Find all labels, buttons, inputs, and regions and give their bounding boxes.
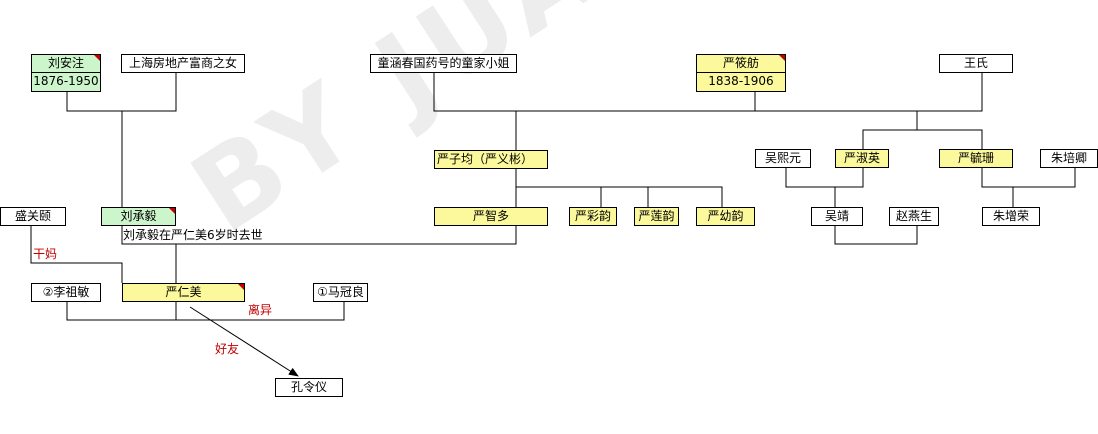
- person-zhao-yansheng[interactable]: 赵燕生: [889, 207, 939, 226]
- person-wu-jing[interactable]: 吴靖: [811, 207, 863, 226]
- person-yan-caiyun[interactable]: 严彩韵: [569, 207, 617, 226]
- note-liu-death: 刘承毅在严仁美6岁时去世: [123, 228, 263, 242]
- person-yan-youyun[interactable]: 严幼韵: [696, 207, 755, 226]
- person-yan-xiaofang[interactable]: 严筱舫: [696, 54, 786, 73]
- friend-arrow: [189, 306, 299, 377]
- person-name: 严仁美: [165, 285, 202, 299]
- person-ma-guanliang[interactable]: ①马冠良: [313, 283, 368, 302]
- person-yan-renmei[interactable]: 严仁美: [122, 283, 245, 302]
- person-wang-shi[interactable]: 王氏: [939, 54, 1013, 73]
- person-liu-anzhu[interactable]: 刘安注: [31, 54, 101, 73]
- person-li-zumin[interactable]: ②李祖敏: [31, 283, 101, 302]
- person-sheng-guanyi[interactable]: 盛关颐: [0, 207, 66, 226]
- person-zhu-peiqing[interactable]: 朱培卿: [1040, 149, 1098, 168]
- person-yan-lianyun[interactable]: 严莲韵: [634, 207, 679, 226]
- person-shanghai-wife[interactable]: 上海房地产富商之女: [121, 54, 245, 73]
- label-divorce: 离异: [248, 303, 273, 317]
- line-yushan-zhu: [981, 168, 1076, 188]
- line-liu-yan-marriage: [121, 225, 517, 245]
- person-liu-chengyi[interactable]: 刘承毅: [101, 207, 176, 226]
- person-name: 严筱舫: [722, 56, 759, 70]
- line-zijun-kids: [516, 186, 723, 207]
- person-yan-zijun[interactable]: 严子均（严义彬）: [434, 150, 548, 169]
- person-yan-shuying[interactable]: 严淑英: [835, 149, 889, 168]
- label-godmother: 干妈: [33, 247, 58, 261]
- person-yan-xiaofang-years: 1838-1906: [696, 72, 786, 92]
- line-godmother: [30, 225, 123, 283]
- person-yan-zhiduo[interactable]: 严智多: [434, 207, 548, 226]
- person-kong-lingyi[interactable]: 孔令仪: [275, 378, 343, 397]
- label-friend: 好友: [215, 342, 240, 356]
- line-tong-yan-wang: [433, 73, 983, 112]
- person-tong-lady[interactable]: 童涵春国药号的童家小姐: [370, 54, 517, 73]
- line-wujing-zhao: [834, 225, 918, 245]
- person-yan-yushan[interactable]: 严毓珊: [939, 149, 1013, 168]
- person-liu-anzhu-years: 1876-1950: [31, 72, 101, 92]
- person-name: 刘安注: [47, 56, 84, 70]
- line-wu-shuying: [785, 168, 864, 188]
- person-zhu-zengrong[interactable]: 朱增荣: [982, 207, 1040, 226]
- person-wu-xiyuan[interactable]: 吴熙元: [755, 149, 811, 168]
- person-name: 刘承毅: [120, 209, 157, 223]
- line-renmei-marriages: [66, 301, 345, 321]
